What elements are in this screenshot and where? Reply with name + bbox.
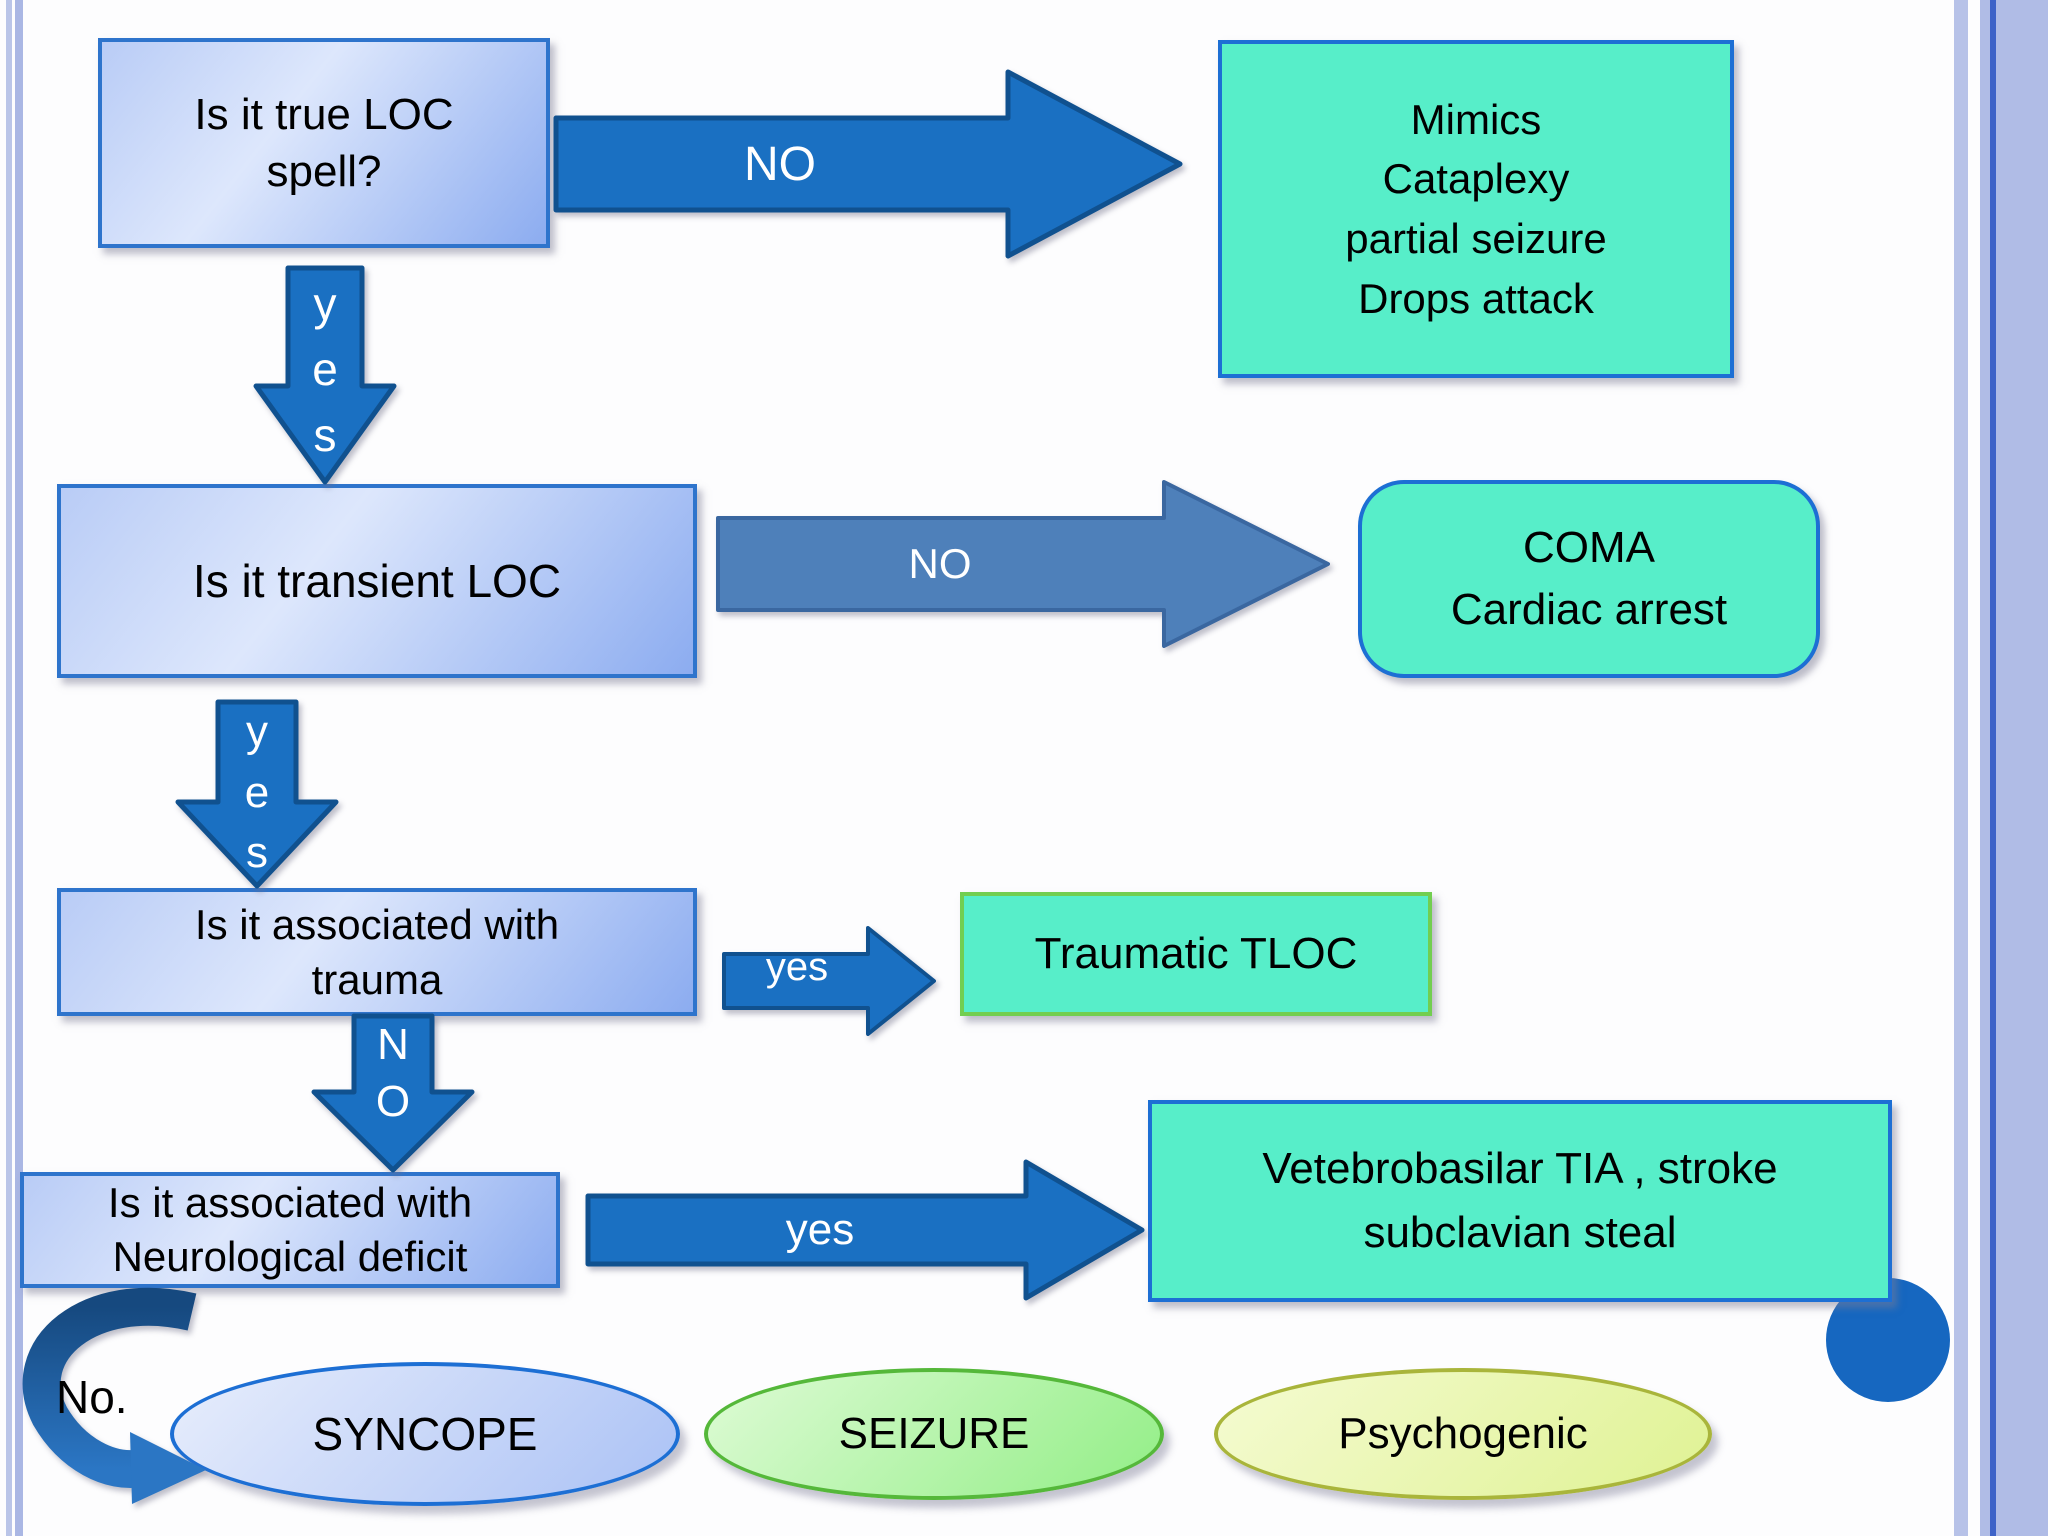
no-arrow-stacked-label: N O [312,1016,474,1130]
question-box-trauma: Is it associated with trauma [57,888,697,1016]
yes-arrow-stacked-label: y e s [254,272,396,468]
result-text-line: Cataplexy [1382,155,1570,203]
yes-arrow-down-icon [175,699,339,889]
no-letter: O [375,1077,411,1127]
no-letter: N [377,1020,409,1069]
result-text-line: Mimics [1410,95,1542,143]
yes-arrow-down-icon [253,265,397,485]
no-curved-arrow-icon [22,1287,206,1504]
yes-arrow-label: yes [785,1205,855,1254]
result-text-line: partial seizure [1345,215,1607,262]
no-arrow-down-icon [311,1013,475,1173]
result-text-line: Drops attack [1358,274,1594,322]
no-curved-arrow-label: No. [56,1371,128,1423]
result-box-vertebrobasilar: Vetebrobasilar TIA , stroke subclavian s… [1148,1100,1892,1302]
left-border-stripe-inner [15,0,23,1536]
no-arrow-label: NO [908,540,972,587]
question-text-line: Is it associated with [194,900,560,948]
result-text-line: Traumatic TLOC [1034,929,1358,978]
result-text-line: Cardiac arrest [1450,585,1728,634]
yes-letter: s [313,408,337,461]
no-arrow-label: NO [744,137,816,191]
yes-arrow-stacked-label: y e s [176,702,338,884]
yes-letter: e [312,343,338,396]
yes-arrow-right-icon [722,926,936,1036]
result-text-line: COMA [1523,523,1655,573]
question-text-line: spell? [266,147,382,196]
yes-letter: y [313,278,337,330]
question-text-line: trauma [311,956,443,1003]
outcome-label: Psychogenic [1338,1409,1588,1458]
question-text-line: Is it transient LOC [192,555,562,607]
result-box-mimics: Mimics Cataplexy partial seizure Drops a… [1218,40,1734,378]
outcome-label: SYNCOPE [312,1408,538,1460]
right-border-accent-line [1990,0,1996,1536]
no-arrow-right-icon [553,69,1183,259]
outcome-label: SEIZURE [838,1409,1030,1458]
yes-arrow-label: yes [765,944,829,989]
outcome-ellipse-syncope: SYNCOPE [170,1362,680,1506]
right-border-stripe [1954,0,1968,1536]
question-box-neurological-deficit: Is it associated with Neurological defic… [20,1172,560,1288]
outcome-ellipse-psychogenic: Psychogenic [1214,1368,1712,1500]
yes-letter: y [246,707,268,756]
question-text-line: Is it true LOC [194,89,454,139]
result-box-traumatic-tloc: Traumatic TLOC [960,892,1432,1016]
left-border-stripe-outer [6,0,12,1536]
no-arrow-right-icon [716,480,1330,648]
yes-letter: e [244,767,270,817]
yes-letter: s [246,828,268,878]
result-box-coma: COMA Cardiac arrest [1358,480,1820,678]
outcome-ellipse-seizure: SEIZURE [704,1368,1164,1500]
question-text-line: Neurological deficit [112,1233,468,1280]
question-text-line: Is it associated with [107,1179,473,1227]
result-text-line: Vetebrobasilar TIA , stroke [1262,1144,1778,1194]
question-box-true-loc: Is it true LOC spell? [98,38,550,248]
question-box-transient-loc: Is it transient LOC [57,484,697,678]
result-text-line: subclavian steal [1363,1208,1677,1257]
yes-arrow-right-icon [585,1159,1145,1301]
